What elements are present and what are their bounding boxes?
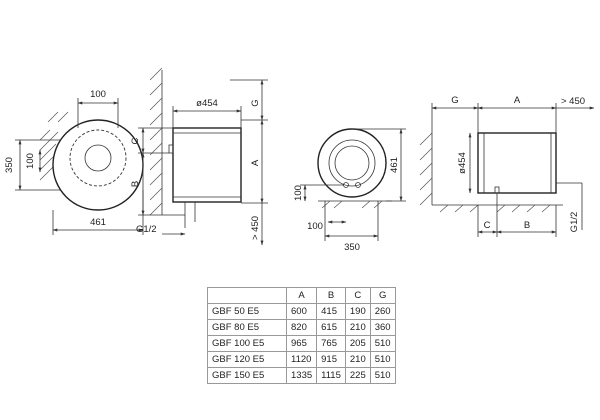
table-header-b: B xyxy=(316,287,346,304)
table-cell: 600 xyxy=(285,303,318,320)
side-dim-clear: > 450 xyxy=(250,216,261,240)
tank-horizontal-body xyxy=(477,132,557,194)
table-cell: 360 xyxy=(369,319,396,336)
bottom-dim-100: 100 xyxy=(293,185,304,201)
table-row: GBF 150 E5 1335 1115 225 510 xyxy=(207,367,396,384)
tank-bottom-inner xyxy=(334,145,370,181)
table-cell: 915 xyxy=(316,351,346,368)
table-cell: 225 xyxy=(344,367,371,384)
table-cell: 510 xyxy=(369,351,396,368)
table-cell: 260 xyxy=(369,303,396,320)
horizontal-dim-diam: ø454 xyxy=(457,152,468,174)
table-cell-model: GBF 150 E5 xyxy=(207,367,287,384)
pipe-right xyxy=(355,182,361,188)
horizontal-view: G A > 450 ø454 C B G1/2 xyxy=(419,95,595,237)
table-row: GBF 100 E5 965 765 205 510 xyxy=(207,335,396,352)
table-cell: 1120 xyxy=(285,351,318,368)
table-row: GBF 50 E5 600 415 190 260 xyxy=(207,303,396,320)
floor-hatch-bottom xyxy=(321,200,383,209)
table-cell: 205 xyxy=(344,335,371,352)
bottom-dim-height: 461 xyxy=(389,157,400,173)
front-dim-top: 100 xyxy=(90,89,106,100)
side-dim-g12: G1/2 xyxy=(136,224,157,235)
side-view: ø454 G A > 450 C B G1/2 xyxy=(130,67,268,246)
tank-flange xyxy=(84,144,112,172)
horizontal-dim-g12: G1/2 xyxy=(569,212,580,233)
table-cell: 765 xyxy=(316,335,346,352)
tank-side-body xyxy=(172,127,242,203)
table-row: GBF 80 E5 820 615 210 360 xyxy=(207,319,396,336)
table-cell: 190 xyxy=(344,303,371,320)
table-header-c: C xyxy=(344,287,371,304)
side-dim-g: G xyxy=(250,99,261,106)
tank-bottom-ring xyxy=(328,139,376,187)
table-header-g: G xyxy=(369,287,396,304)
table-cell-model: GBF 100 E5 xyxy=(207,335,287,352)
front-view: 100 350 100 461 xyxy=(4,89,144,235)
tank-inner-dashed xyxy=(69,129,127,187)
bottom-dim-100b: 100 xyxy=(307,221,323,232)
table-cell: 820 xyxy=(285,319,318,336)
table-cell: 965 xyxy=(285,335,318,352)
table-cell: 210 xyxy=(344,319,371,336)
horizontal-dim-g: G xyxy=(451,95,458,106)
tank-bottom-circle xyxy=(317,128,387,198)
table-header-a: A xyxy=(285,287,318,304)
table-cell: 615 xyxy=(316,319,346,336)
table-cell: 510 xyxy=(369,367,396,384)
table-row: GBF 120 E5 1120 915 210 510 xyxy=(207,351,396,368)
table-header-row: A B C G xyxy=(207,287,396,304)
wall-hatch-front xyxy=(39,111,69,181)
dimensions-table: A B C G GBF 50 E5 600 415 190 260 GBF 80… xyxy=(207,287,396,384)
wall-hatch-horizontal xyxy=(419,132,433,206)
horizontal-dim-a: A xyxy=(514,95,521,106)
front-dim-left: 350 xyxy=(4,157,15,173)
table-header-model xyxy=(207,287,287,304)
tank-circle xyxy=(52,119,144,211)
floor-hatch-horizontal xyxy=(439,204,551,213)
horizontal-dim-b: B xyxy=(524,220,530,231)
front-dim-bottom: 461 xyxy=(90,217,106,228)
side-dim-diam: ø454 xyxy=(196,98,218,109)
side-dim-c: C xyxy=(130,137,141,144)
table-cell: 1115 xyxy=(316,367,346,384)
side-bracket xyxy=(168,144,174,154)
table-cell: 510 xyxy=(369,335,396,352)
horizontal-dim-c: C xyxy=(484,220,491,231)
front-dim-mid: 100 xyxy=(25,153,36,169)
wall-hatch-side xyxy=(149,67,163,216)
table-cell-model: GBF 120 E5 xyxy=(207,351,287,368)
table-cell: 210 xyxy=(344,351,371,368)
horizontal-dim-clear: > 450 xyxy=(561,96,585,107)
side-dim-a: A xyxy=(250,159,261,166)
table-cell: 1335 xyxy=(285,367,318,384)
table-cell: 415 xyxy=(316,303,346,320)
bottom-view: 461 100 100 350 xyxy=(293,128,406,253)
bottom-dim-350: 350 xyxy=(344,242,360,253)
side-dim-b: B xyxy=(130,181,141,187)
table-cell-model: GBF 50 E5 xyxy=(207,303,287,320)
table-cell-model: GBF 80 E5 xyxy=(207,319,287,336)
